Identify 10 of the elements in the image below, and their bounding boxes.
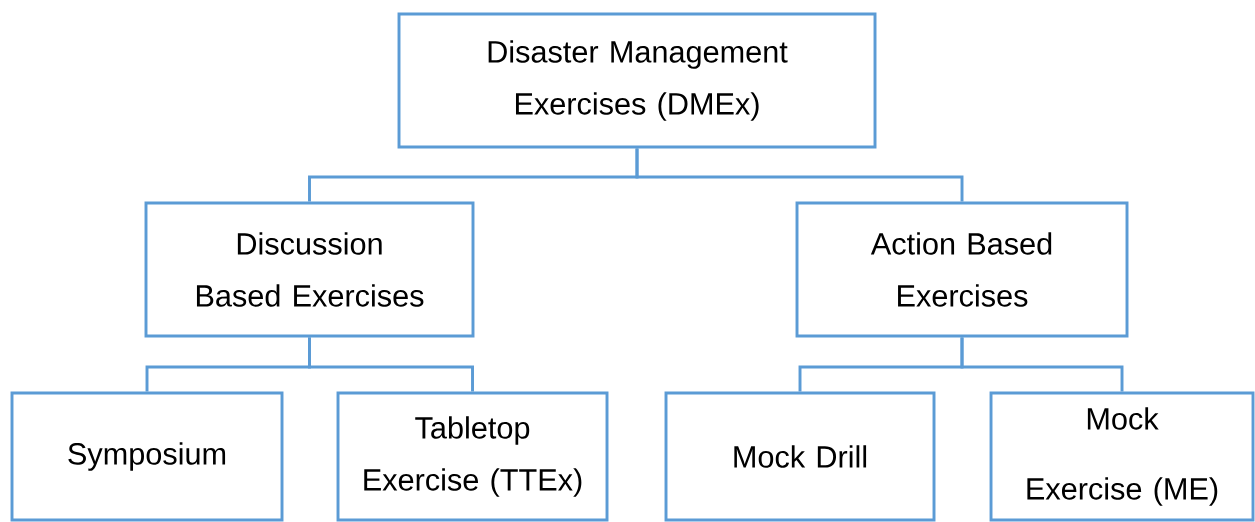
- category-box: Action Based Exercises: [795, 201, 1129, 338]
- connector-line: [960, 337, 1124, 392]
- category-box: Mock Drill: [664, 391, 936, 522]
- category-box: Tabletop Exercise (TTEx): [336, 391, 609, 522]
- category-box: Discussion Based Exercises: [144, 201, 475, 338]
- category-box: Symposium: [10, 391, 284, 522]
- connector-line: [308, 337, 474, 392]
- category-box: Mock Exercise (ME): [989, 391, 1255, 522]
- category-box: Disaster Management Exercises (DMEx): [397, 12, 877, 149]
- connector-line: [635, 148, 964, 202]
